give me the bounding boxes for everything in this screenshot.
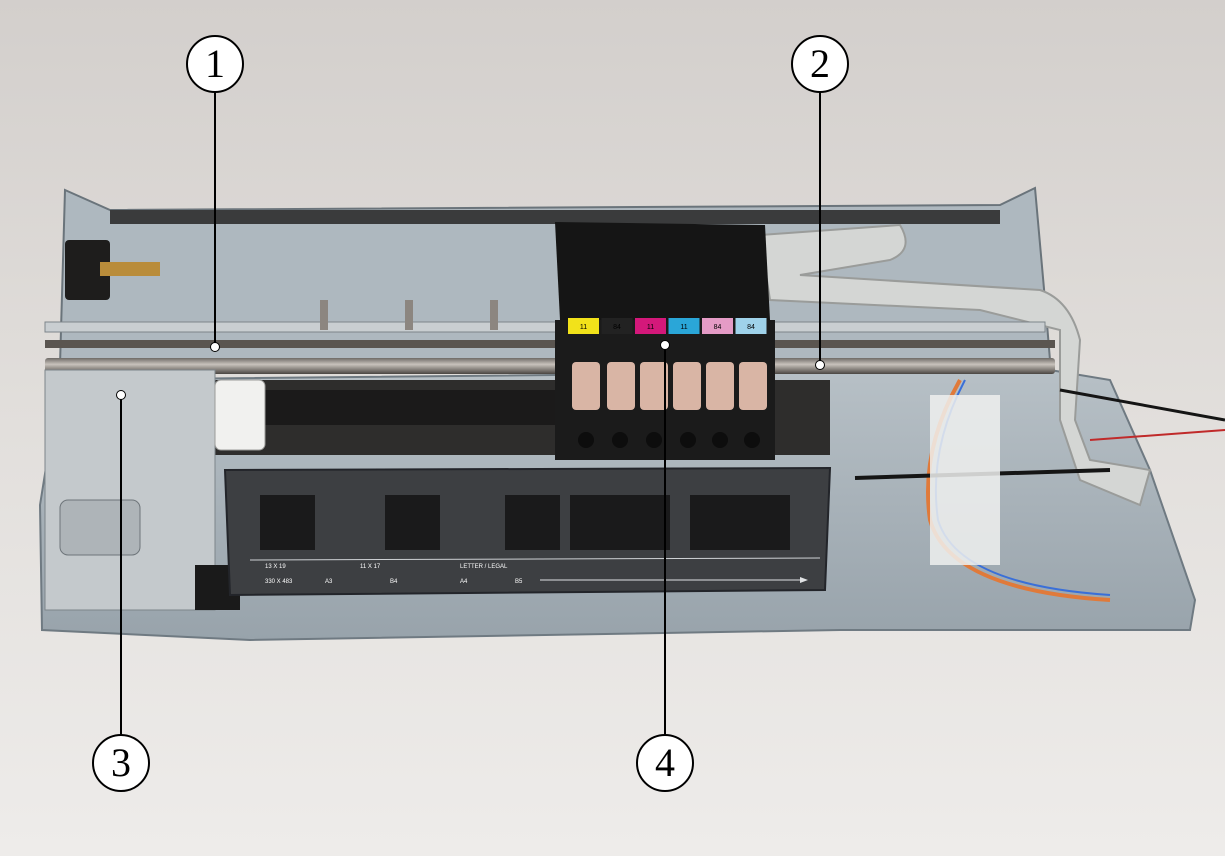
finger-1 [320,300,328,330]
leader-line-4 [664,345,666,735]
paper-size-letter-legal: LETTER / LEGAL [460,564,508,570]
left-mechanism [44,369,216,611]
wire-black-2 [1059,388,1225,422]
paper-sheet [930,395,1000,565]
anchor-dot-4 [660,340,670,350]
pulley-bracket [65,240,110,300]
callout-3: 3 [92,734,150,792]
anchor-dot-3 [116,390,126,400]
slider-rod [45,358,1055,374]
cartridge-6-label: 84 [747,324,755,331]
carriage-sockets [578,432,760,448]
tray-edge-line [249,557,821,561]
top-rail [110,210,1000,224]
cartridge-2-color [601,318,633,334]
pulley-shaft [100,262,160,276]
timing-strip [45,340,1055,348]
finger-3 [490,300,498,330]
callout-4: 4 [636,734,694,792]
leader-line-1 [214,92,216,346]
ribbon-cable [758,223,1152,507]
wire-red [1089,429,1225,441]
cartridge-4-label: 11 [680,324,687,331]
paper-size-b5: B5 [515,579,523,585]
paper-size-11x17: 11 X 17 [360,564,381,570]
paper-size-13x19: 13 X 19 [265,564,286,570]
ink-cartridges: 11 84 11 11 84 84 [568,318,767,334]
cartridge-5-color [702,318,733,334]
cartridge-5-label: 84 [714,324,722,331]
anchor-dot-1 [210,342,220,352]
callout-1: 1 [186,35,244,93]
paper-size-a4: A4 [460,579,468,585]
cartridge-latches [572,362,767,410]
paper-size-a3: A3 [325,579,333,585]
paper-size-330x483: 330 X 483 [265,579,293,585]
cartridge-3-color [635,318,666,334]
cartridge-3-label: 11 [647,324,654,331]
leader-line-3 [120,395,122,735]
cartridge-2-label: 84 [613,324,621,331]
star-wheels [260,495,790,550]
callout-2: 2 [791,35,849,93]
paper-size-b4: B4 [390,579,398,585]
cartridge-6-color [735,318,767,334]
cartridge-1-label: 11 [580,324,587,331]
finger-2 [405,300,413,330]
carriage-lid [555,222,770,320]
platen-ribs [260,390,560,425]
arrow-head-icon [800,577,808,583]
gear-housing [214,379,266,451]
leader-line-2 [819,92,821,364]
anchor-dot-2 [815,360,825,370]
cartridge-1-color [568,318,599,334]
upper-rail [44,321,1046,333]
cartridge-4-color [668,318,700,334]
motor [59,499,141,556]
